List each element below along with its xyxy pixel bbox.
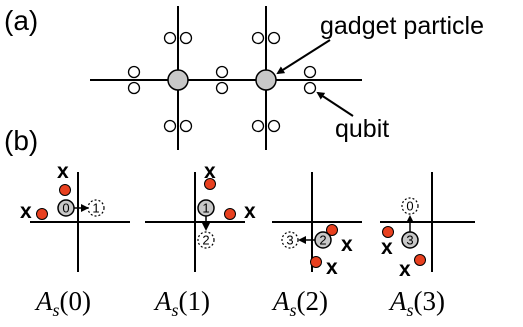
gadget-state-number: 1 bbox=[202, 201, 209, 216]
caption-subscript: s bbox=[407, 300, 414, 320]
svg-text:As(3): As(3) bbox=[388, 286, 445, 320]
qubit bbox=[127, 65, 141, 79]
caption-subscript: s bbox=[290, 300, 297, 320]
qubit bbox=[127, 81, 141, 95]
x-mark: x bbox=[381, 236, 393, 259]
qubit bbox=[179, 31, 193, 45]
qubit bbox=[303, 65, 317, 79]
gadget-particle bbox=[255, 69, 277, 91]
x-mark: x bbox=[204, 160, 216, 183]
gadget-particle bbox=[167, 69, 189, 91]
diagram-caption: As(1) bbox=[153, 286, 210, 320]
caption-argument: (0) bbox=[60, 286, 91, 316]
svg-text:As(2): As(2) bbox=[271, 286, 328, 320]
caption-operator: A bbox=[34, 286, 53, 316]
qubit bbox=[267, 119, 281, 133]
caption-subscript: s bbox=[172, 300, 179, 320]
qubit bbox=[163, 119, 177, 133]
qubit bbox=[163, 31, 177, 45]
lattice-diagram: gadget particle qubit bbox=[90, 6, 484, 150]
gadget-particle-label: gadget particle bbox=[320, 12, 484, 40]
gadget-state-number: 3 bbox=[406, 233, 413, 248]
gadget-pointer-arrow bbox=[276, 39, 331, 75]
x-mark: x bbox=[326, 256, 338, 279]
target-state-circle bbox=[401, 197, 419, 215]
caption-argument: (2) bbox=[297, 286, 328, 316]
svg-text:As(0): As(0) bbox=[34, 286, 91, 320]
excitation-dot bbox=[382, 226, 394, 238]
caption-argument: (1) bbox=[179, 286, 210, 316]
vertex-diagram-2: x x 2 3 As(2) bbox=[271, 172, 362, 320]
target-state-number: 0 bbox=[406, 199, 413, 214]
qubit bbox=[215, 81, 229, 95]
qubit bbox=[251, 31, 265, 45]
qubit-pair bbox=[215, 65, 229, 95]
qubit-pointer-arrow bbox=[316, 91, 354, 117]
excitation-dot bbox=[204, 178, 216, 190]
vertex-diagram-0: x x 0 1 As(0) bbox=[20, 160, 130, 320]
panel-a-label: (a) bbox=[4, 5, 38, 36]
excitation-dot bbox=[36, 208, 48, 220]
qubit bbox=[215, 65, 229, 79]
x-mark: x bbox=[244, 200, 256, 223]
excitation-dot bbox=[326, 224, 338, 236]
qubit-pair bbox=[303, 65, 317, 95]
qubit bbox=[179, 119, 193, 133]
qubit-pair bbox=[251, 119, 281, 133]
qubit bbox=[303, 81, 317, 95]
excitation-dot bbox=[224, 208, 236, 220]
x-mark: x bbox=[20, 200, 32, 223]
caption-operator: A bbox=[271, 286, 290, 316]
diagram-caption: As(0) bbox=[34, 286, 91, 320]
excitation-dot bbox=[414, 254, 426, 266]
x-mark: x bbox=[399, 258, 411, 281]
gadget-state-number: 0 bbox=[62, 201, 69, 216]
panel-b-label: (b) bbox=[4, 125, 38, 156]
gadget-state-number: 2 bbox=[319, 233, 326, 248]
x-mark: x bbox=[341, 233, 353, 256]
qubit bbox=[267, 31, 281, 45]
x-mark: x bbox=[57, 160, 69, 183]
target-state-number: 2 bbox=[202, 233, 209, 248]
qubit-pair bbox=[251, 31, 281, 45]
caption-subscript: s bbox=[53, 300, 60, 320]
excitation-dot bbox=[310, 256, 322, 268]
qubit-label: qubit bbox=[335, 115, 389, 143]
qubit-pair bbox=[163, 119, 193, 133]
qubit-pair bbox=[127, 65, 141, 95]
target-state-number: 3 bbox=[286, 233, 293, 248]
diagram-caption: As(2) bbox=[271, 286, 328, 320]
qubit bbox=[251, 119, 265, 133]
excitation-dot bbox=[59, 184, 71, 196]
vertex-diagram-3: x x 3 0 As(3) bbox=[380, 172, 475, 320]
caption-argument: (3) bbox=[414, 286, 445, 316]
caption-operator: A bbox=[388, 286, 407, 316]
target-state-circle bbox=[197, 231, 215, 249]
diagram-caption: As(3) bbox=[388, 286, 445, 320]
caption-operator: A bbox=[153, 286, 172, 316]
svg-text:As(1): As(1) bbox=[153, 286, 210, 320]
vertex-diagram-1: x x 1 2 As(1) bbox=[145, 160, 256, 320]
qubit-pair bbox=[163, 31, 193, 45]
target-state-number: 1 bbox=[92, 201, 99, 216]
